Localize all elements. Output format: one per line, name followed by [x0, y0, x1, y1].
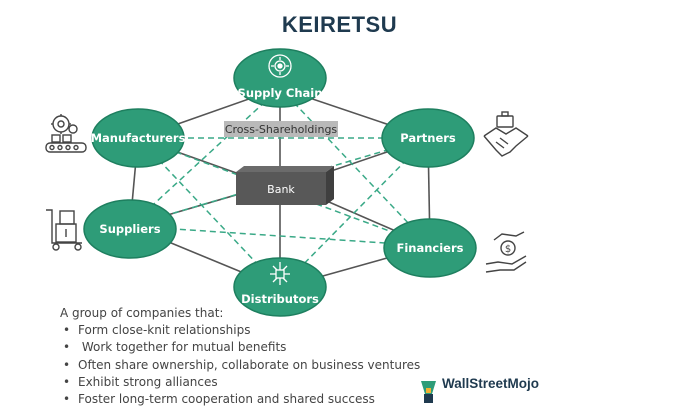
description-item: Exhibit strong alliances	[60, 374, 420, 391]
description-item: Often share ownership, collaborate on bu…	[60, 357, 420, 374]
suppliers-label: Suppliers	[99, 222, 160, 236]
node-financiers: Financiers	[383, 218, 477, 278]
svg-text:$: $	[505, 244, 511, 255]
wallstreetmojo-logo	[421, 381, 436, 403]
supply-chain-label: Supply Chain	[238, 86, 323, 100]
gear-conveyor-icon	[45, 114, 87, 153]
gear-cycle-icon	[268, 54, 292, 78]
handshake-briefcase-icon	[483, 111, 529, 157]
brand-name: WallStreetMojo	[442, 376, 540, 391]
manufacturers-label: Manufacturers	[91, 131, 186, 145]
description-item: Work together for mutual benefits	[60, 339, 420, 356]
node-partners: Partners	[381, 108, 475, 168]
description-list: Form close-knit relationships Work toget…	[60, 322, 420, 408]
brand: WallStreetMojo	[418, 376, 539, 391]
partners-label: Partners	[400, 131, 456, 145]
diagram-title: KEIRETSU	[281, 12, 398, 37]
description-intro: A group of companies that:	[60, 306, 224, 320]
node-suppliers: Suppliers	[83, 199, 177, 259]
node-distributors: Distributors	[233, 257, 327, 317]
network-hub-icon	[270, 262, 290, 285]
hand-truck-boxes-icon	[46, 209, 82, 251]
bank-label: Bank	[267, 183, 295, 196]
financiers-label: Financiers	[396, 241, 463, 255]
cross-shareholdings-label: Cross-Shareholdings	[225, 123, 338, 136]
node-manufacturers: Manufacturers	[91, 108, 186, 168]
distributors-label: Distributors	[241, 292, 319, 306]
cross-shareholdings-label-bg	[224, 121, 338, 137]
description: A group of companies that: Form close-kn…	[60, 305, 420, 408]
description-item: Foster long-term cooperation and shared …	[60, 391, 420, 408]
bank-box: Bank	[236, 166, 334, 205]
money-hand-icon: $	[485, 231, 527, 273]
node-supply-chain: Supply Chain	[233, 48, 327, 108]
description-item: Form close-knit relationships	[60, 322, 420, 339]
